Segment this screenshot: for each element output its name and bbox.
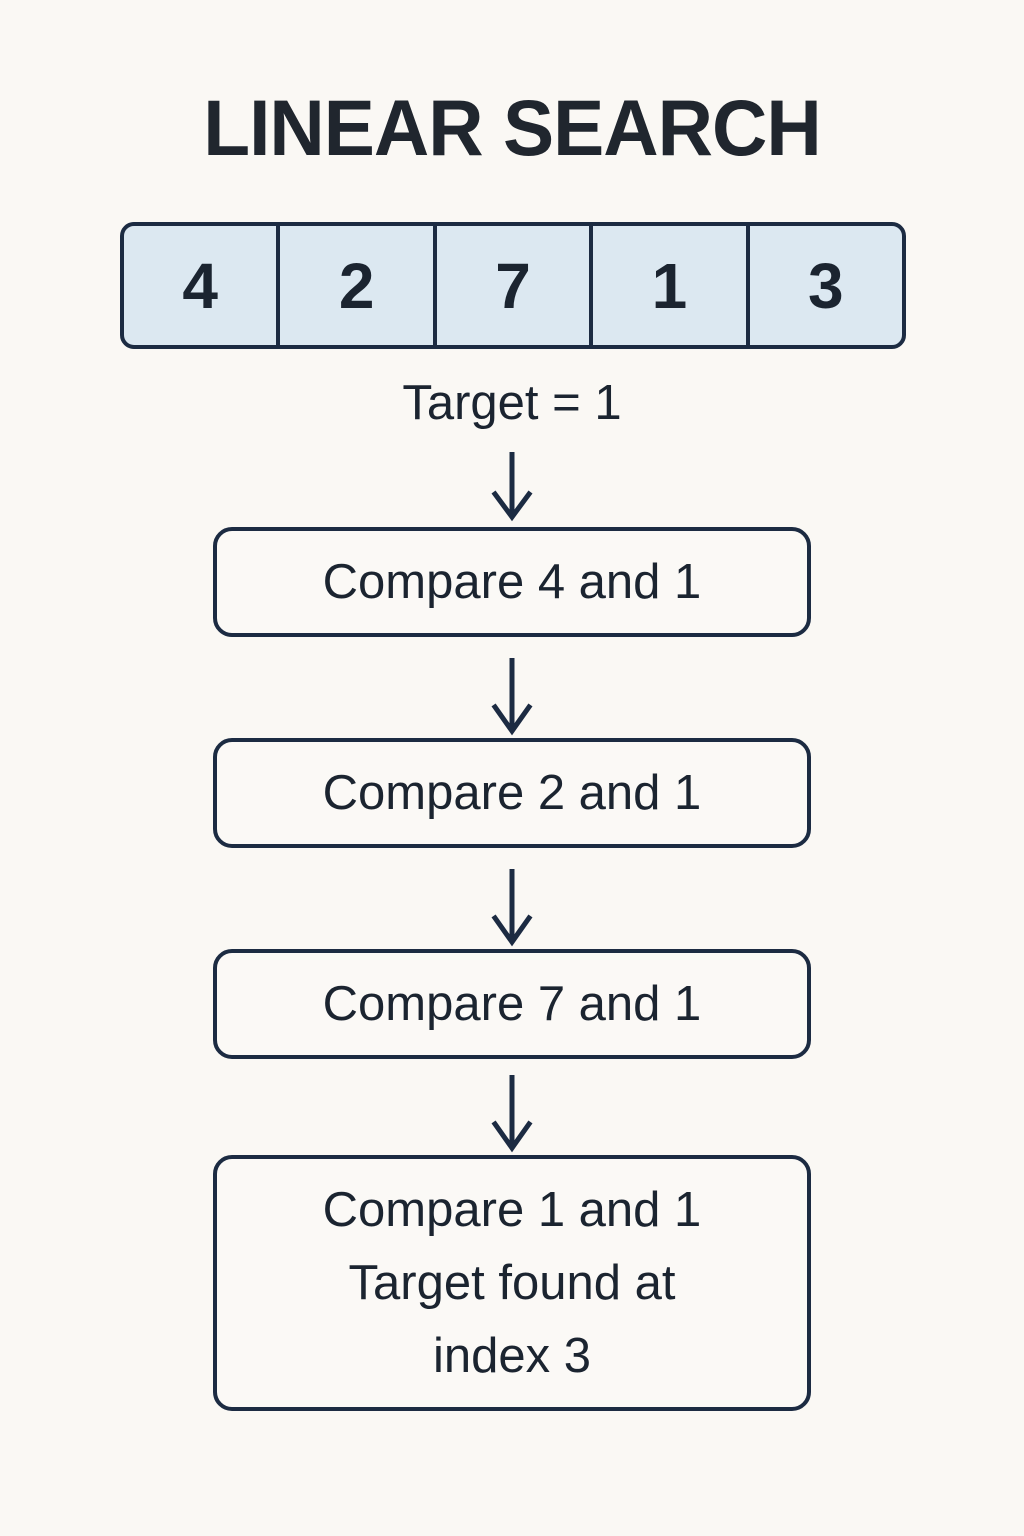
array-cell-1: 2 — [276, 222, 437, 349]
arrow-down-icon — [489, 869, 535, 947]
array-cell-0: 4 — [120, 222, 281, 349]
step-2-line-1: Compare 2 and 1 — [322, 765, 702, 820]
array-cell-2: 7 — [432, 222, 594, 349]
step-3-line-1: Compare 7 and 1 — [322, 976, 702, 1031]
arrow-down-icon — [489, 658, 535, 736]
step-box-3[interactable]: Compare 7 and 1 — [213, 949, 811, 1059]
step-4-line-2: Target found at — [348, 1255, 676, 1310]
step-4-line-3: index 3 — [432, 1328, 591, 1383]
step-box-4-result[interactable]: Compare 1 and 1 Target found at index 3 — [213, 1155, 811, 1411]
step-box-2[interactable]: Compare 2 and 1 — [213, 738, 811, 848]
arrow-down-icon — [489, 452, 535, 522]
step-1-line-1: Compare 4 and 1 — [322, 554, 702, 609]
arrow-down-icon — [489, 1075, 535, 1153]
step-4-line-1: Compare 1 and 1 — [322, 1182, 702, 1237]
target-label: Target = 1 — [402, 376, 622, 430]
array-container: 4 2 7 1 3 — [120, 222, 907, 349]
step-box-1[interactable]: Compare 4 and 1 — [213, 527, 811, 637]
array-cell-3: 1 — [589, 222, 750, 349]
array-cell-4: 3 — [745, 222, 907, 349]
page-title: LINEAR SEARCH — [203, 83, 821, 172]
